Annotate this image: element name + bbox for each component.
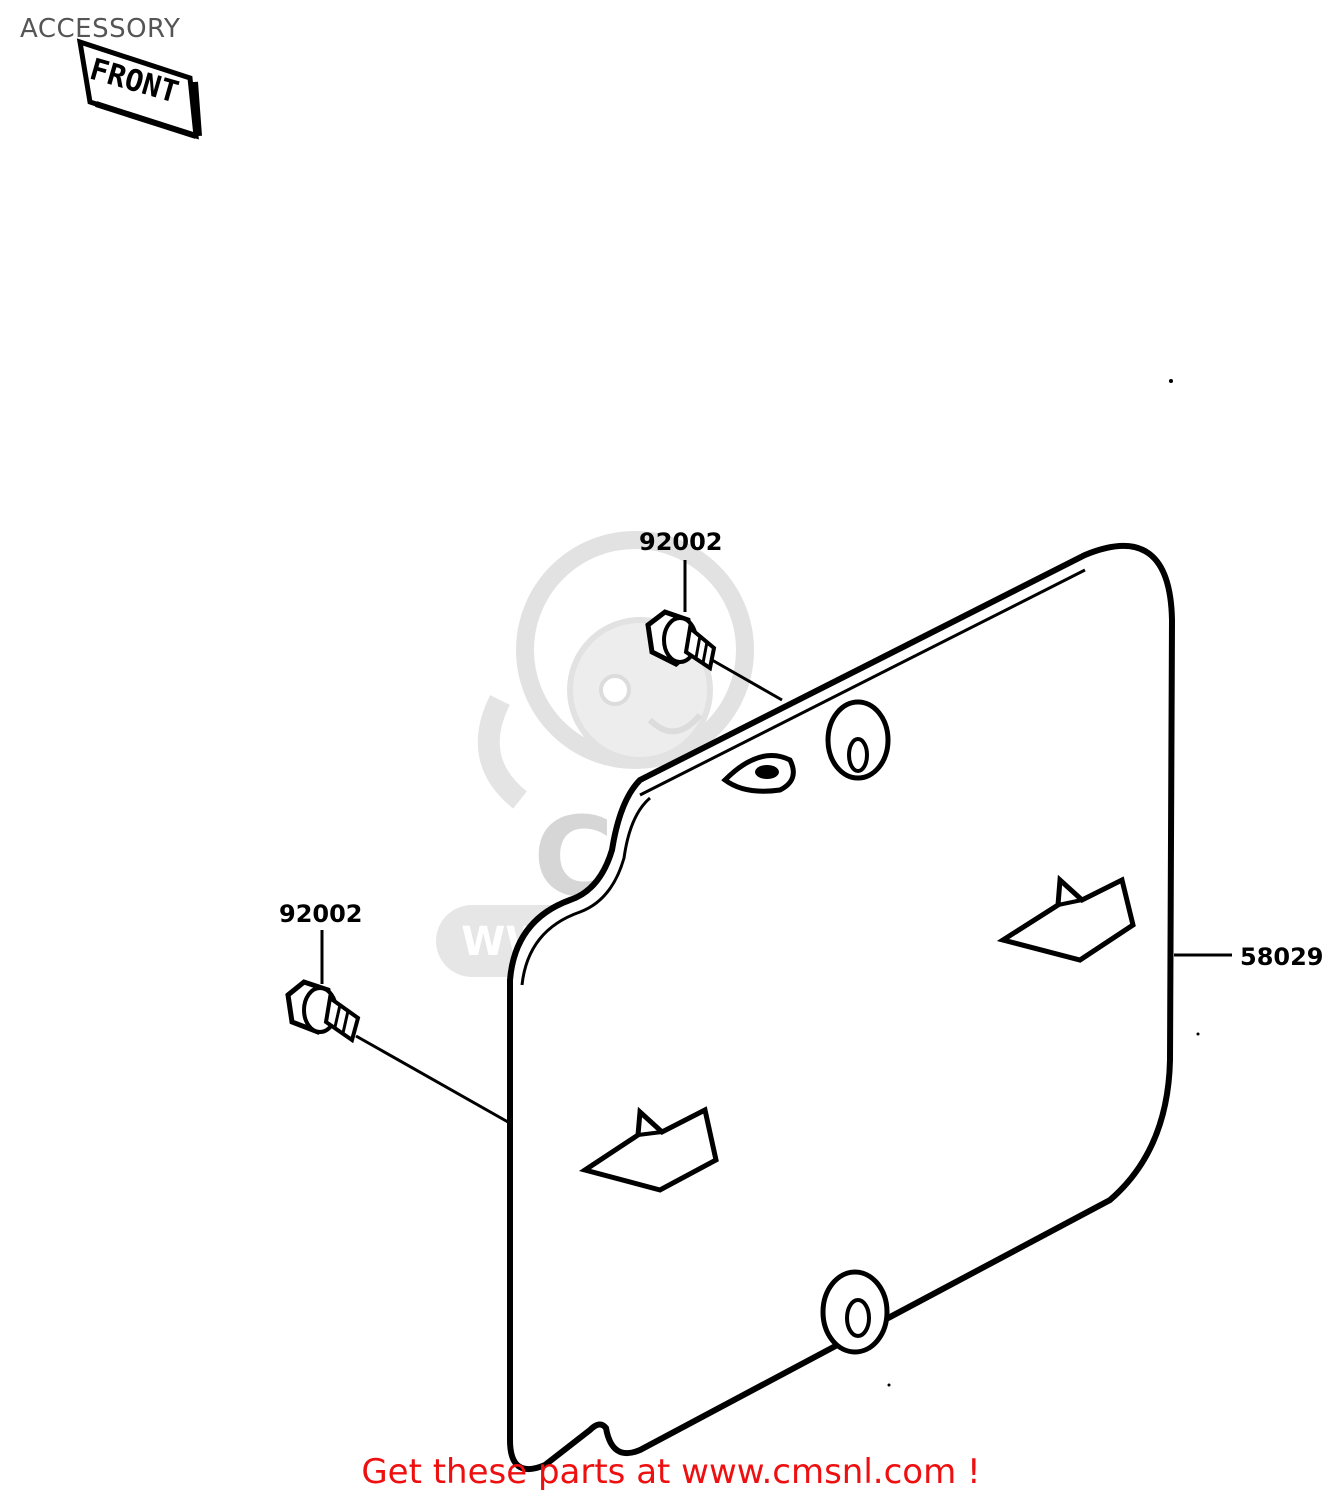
callout-bolt-left: 92002 — [279, 900, 363, 928]
front-tag: FRONT — [76, 38, 202, 140]
clip-left — [578, 1106, 719, 1193]
mount-tab-upper — [721, 753, 796, 794]
bolt-left — [285, 930, 509, 1124]
callout-cover: 58029 — [1240, 943, 1324, 971]
footer-cta[interactable]: Get these parts at www.cmsnl.com ! — [361, 1452, 981, 1492]
mount-boss-upper — [825, 699, 891, 781]
cover-plate — [507, 543, 1176, 1472]
callout-bolt-upper: 92002 — [639, 528, 723, 556]
diagram-title: ACCESSORY — [20, 14, 181, 44]
clip-right — [996, 874, 1136, 963]
mount-boss-lower — [820, 1269, 890, 1355]
bolt-upper — [645, 560, 783, 702]
